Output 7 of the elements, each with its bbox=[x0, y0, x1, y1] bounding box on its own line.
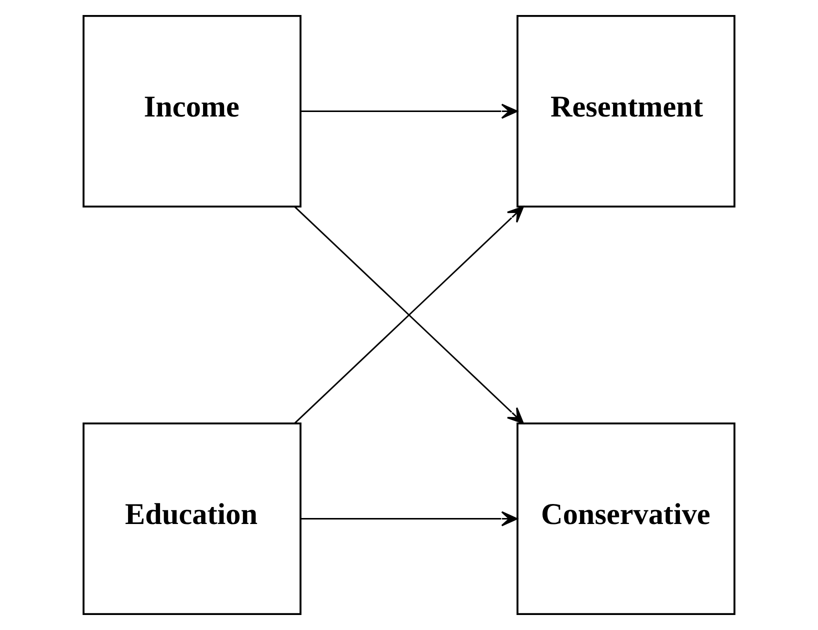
node-box: Income bbox=[82, 15, 302, 208]
node-box: Conservative bbox=[516, 422, 736, 615]
arrow bbox=[300, 104, 518, 119]
node-box: Education bbox=[82, 422, 302, 615]
node-box: Resentment bbox=[516, 15, 736, 208]
arrow bbox=[294, 206, 524, 424]
arrow bbox=[300, 511, 518, 526]
